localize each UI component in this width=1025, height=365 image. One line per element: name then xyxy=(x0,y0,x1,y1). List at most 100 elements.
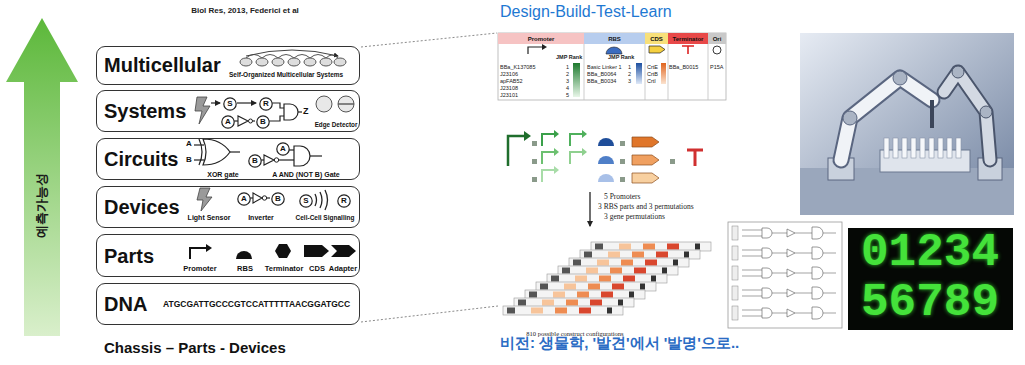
construct-diagram xyxy=(598,174,614,182)
step-note: 3 RBS parts and 3 permutations xyxy=(598,203,694,212)
parts-table xyxy=(498,33,726,100)
layer-name: Systems xyxy=(104,100,186,123)
digit-display xyxy=(848,228,1013,330)
example-caption: A AND (NOT B) Gate xyxy=(272,171,340,179)
robot-photo xyxy=(947,138,952,158)
predictability-arrow xyxy=(6,18,78,336)
section-title: Design-Build-Test-Learn xyxy=(500,3,672,21)
construct-diagram xyxy=(554,148,559,156)
circuits-icon xyxy=(274,158,278,162)
example-caption: Cell-Cell Signalling xyxy=(296,214,355,221)
column-title: Terminator xyxy=(673,35,704,42)
layer-box: CircuitsXOR gateA AND (NOT B) GateAB xyxy=(96,138,360,180)
parts-table xyxy=(498,33,726,100)
circle-outline xyxy=(260,98,272,110)
construct-stack xyxy=(525,290,645,299)
circle-outline xyxy=(224,98,236,110)
circle-letter: B xyxy=(260,117,266,126)
circuit-schematic xyxy=(732,226,836,240)
circuits-icon xyxy=(294,146,310,166)
signal-circle: B xyxy=(248,154,262,168)
multicellular-icon xyxy=(240,50,346,66)
signal-circle: A xyxy=(237,192,251,206)
table-cell: P15A xyxy=(710,64,723,70)
signal-circle: S xyxy=(223,97,237,111)
table-cell: 1 xyxy=(628,64,631,70)
circuits-icon xyxy=(279,159,294,160)
flow-arrow xyxy=(590,192,591,226)
circle-outline xyxy=(222,116,234,128)
table-cell: 2 xyxy=(566,71,569,77)
systems-icon xyxy=(238,116,248,126)
step-note: 5 Promoters xyxy=(604,193,640,202)
parts-table xyxy=(528,47,542,54)
table-cell: apFAB52 xyxy=(500,78,523,84)
parts-table xyxy=(682,46,694,54)
multicellular-icon xyxy=(304,58,316,66)
example-caption: RBS xyxy=(237,265,253,274)
circuit-schematic xyxy=(732,286,836,300)
column-title: RBS xyxy=(608,35,621,42)
systems-icon xyxy=(249,119,253,123)
construct-diagram xyxy=(670,159,675,164)
construct-diagram xyxy=(570,134,582,146)
parts-icon xyxy=(304,245,329,257)
table-cell: 2 xyxy=(628,71,631,77)
example-caption: Adapter xyxy=(329,265,357,274)
systems-icon xyxy=(284,104,298,120)
layer-name: Devices xyxy=(104,196,180,219)
digit-row: 01234 xyxy=(861,230,999,276)
layer-name: Multicellular xyxy=(104,54,221,77)
robot-photo xyxy=(800,33,1014,215)
predictability-arrow xyxy=(6,18,78,336)
table-cell: CrtE xyxy=(647,64,658,70)
column-title: CDS xyxy=(650,35,663,42)
signal-name: Z xyxy=(303,106,309,116)
construct-diagram xyxy=(632,155,659,165)
signal-circle: S xyxy=(299,194,313,208)
robot-photo xyxy=(938,138,943,158)
circuits-icon xyxy=(194,159,204,160)
circuits-icon xyxy=(230,151,240,152)
construct-stack xyxy=(503,306,623,315)
circle-letter: A xyxy=(241,194,247,203)
layer-box: SystemsEdge DetectorSRAB xyxy=(96,90,360,132)
citation: Biol Res, 2013, Federici et al xyxy=(191,6,299,15)
construct-stack xyxy=(591,242,711,251)
table-cell: 1 xyxy=(566,64,569,70)
leader-line xyxy=(361,33,498,322)
table-cell: J23106 xyxy=(500,71,518,77)
systems-icon xyxy=(269,116,284,121)
column-header: RBS xyxy=(584,33,645,44)
multicellular-icon xyxy=(288,58,300,66)
layer-name: Circuits xyxy=(104,148,178,171)
circle-letter: B xyxy=(275,194,281,203)
parts-icon xyxy=(190,248,206,259)
construct-diagram xyxy=(532,177,537,182)
systems-icon xyxy=(272,103,284,108)
circle-outline xyxy=(277,143,289,155)
circuit-schematic xyxy=(732,306,836,320)
multicellular-icon xyxy=(320,58,332,66)
parts-icon xyxy=(275,244,291,258)
circuit-schematic xyxy=(732,246,836,260)
table-cell: BBa_B0064 xyxy=(587,71,616,77)
leader-line xyxy=(361,33,497,47)
parts-icon xyxy=(236,251,252,259)
devices-icon xyxy=(197,188,212,211)
systems-icon xyxy=(237,102,256,103)
circuits-icon xyxy=(310,155,322,156)
multicellular-icon xyxy=(240,58,252,66)
table-cell: CrtI xyxy=(647,78,656,84)
example-caption: Terminator xyxy=(265,265,304,274)
robot-photo xyxy=(956,138,961,158)
panel-caption: Chassis – Parts - Devices xyxy=(104,339,286,356)
layer-name: DNA xyxy=(104,293,147,316)
circle-letter: A xyxy=(280,144,286,153)
layer-box: MulticellularSelf-Organized Multicellula… xyxy=(96,46,360,85)
parts-icon xyxy=(331,245,356,257)
construct-diagram xyxy=(620,141,625,146)
circle-outline xyxy=(272,193,284,205)
signal-name: B xyxy=(186,155,192,164)
